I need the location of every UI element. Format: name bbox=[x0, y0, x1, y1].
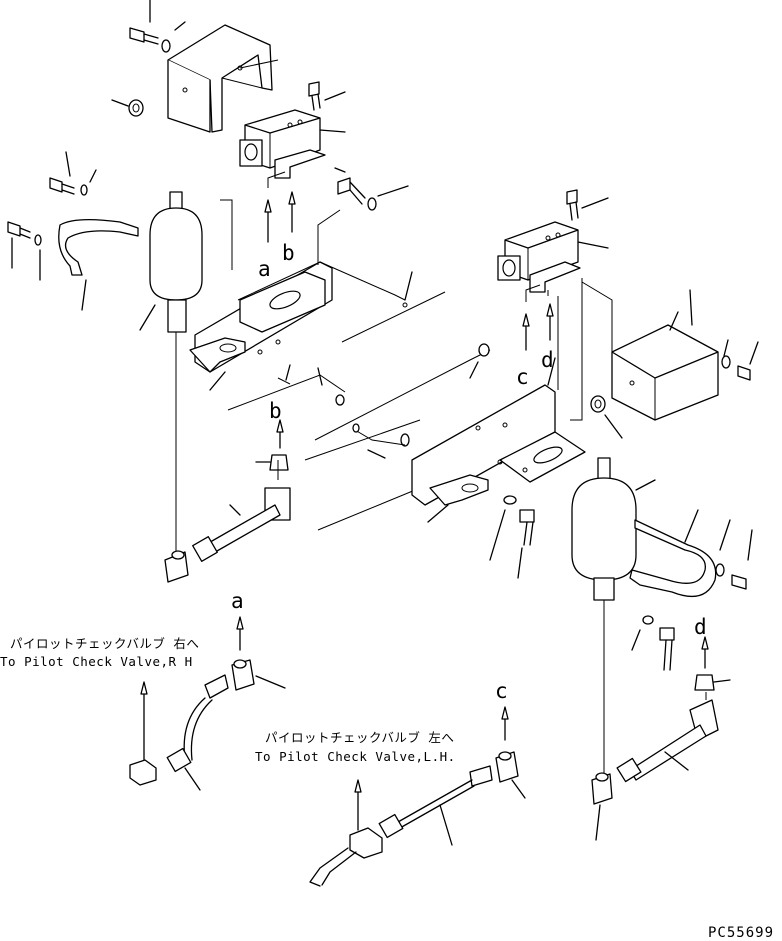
bolt-valve-right bbox=[567, 190, 608, 220]
fitting-center-2 bbox=[353, 424, 409, 458]
arrow-b-mid bbox=[277, 420, 283, 448]
label-b-mid: b bbox=[269, 399, 282, 423]
label-d-low: d bbox=[694, 615, 707, 639]
guide-line-3 bbox=[320, 262, 405, 300]
fitting-b bbox=[256, 455, 288, 470]
hose-center bbox=[379, 766, 492, 845]
elbow-a bbox=[232, 660, 285, 690]
guide-line-8 bbox=[570, 278, 582, 420]
arrow-d-low bbox=[702, 637, 708, 668]
label-a-low: a bbox=[231, 589, 244, 613]
bolt-mid bbox=[335, 168, 408, 210]
note-right-en: To Pilot Check Valve,R H bbox=[0, 654, 193, 669]
bolt-band-right bbox=[716, 520, 752, 589]
label-d-top: d bbox=[541, 348, 554, 372]
screw-point bbox=[403, 303, 407, 307]
bolt-band-top bbox=[50, 152, 96, 195]
check-valve-rh-fitting bbox=[130, 682, 156, 785]
bracket-plate-left bbox=[190, 262, 332, 390]
note-left-en: To Pilot Check Valve,L.H. bbox=[255, 749, 456, 764]
tube-right bbox=[617, 692, 718, 782]
accumulator-left bbox=[140, 192, 202, 552]
bracket-plate-right bbox=[412, 358, 585, 522]
note-right-jp: パイロットチェックバルブ 右へ bbox=[10, 636, 199, 651]
arrows-ab-top bbox=[265, 172, 295, 242]
guide-line-7 bbox=[305, 420, 420, 460]
label-b-top: b bbox=[282, 241, 295, 265]
elbow-fitting-left bbox=[165, 551, 188, 582]
label-c-top: c bbox=[516, 365, 529, 389]
nut-cover-right bbox=[591, 396, 622, 438]
bolt-washer-center bbox=[490, 496, 534, 578]
nut-cover-left bbox=[112, 100, 143, 116]
tube-left bbox=[193, 460, 290, 561]
arrow-a-low bbox=[237, 617, 243, 650]
fitting-center-1 bbox=[470, 344, 489, 378]
arrows-cd-top bbox=[523, 285, 553, 350]
label-a-top: a bbox=[258, 257, 271, 281]
guide-line-6 bbox=[318, 488, 420, 530]
accumulator-right bbox=[572, 458, 655, 775]
fitting-d bbox=[695, 675, 730, 690]
bolt-lower-right bbox=[632, 616, 674, 670]
check-valve-lh-fitting bbox=[310, 780, 382, 886]
cover-right bbox=[582, 282, 718, 420]
hose-left bbox=[167, 675, 228, 790]
cover-left bbox=[168, 25, 278, 132]
note-left-jp: パイロットチェックバルブ 左へ bbox=[265, 730, 454, 745]
band-clamp-left bbox=[59, 220, 138, 310]
solenoid-valve-right bbox=[498, 222, 608, 292]
guide-line-4 bbox=[342, 292, 445, 342]
label-c-low: c bbox=[495, 679, 508, 703]
arrow-c-low bbox=[502, 707, 508, 740]
elbow-c bbox=[496, 752, 525, 798]
guide-line-2 bbox=[318, 210, 340, 265]
bolt-valve-left bbox=[309, 82, 345, 110]
bolt-cover-right bbox=[722, 340, 758, 380]
elbow-fitting-right bbox=[592, 773, 612, 840]
drawing-code: PC55699 bbox=[708, 925, 774, 941]
bolt-cover-left bbox=[130, 0, 185, 52]
solenoid-valve-left bbox=[240, 110, 345, 178]
band-clamp-right bbox=[630, 510, 716, 596]
guide-line-1 bbox=[220, 200, 232, 270]
leader-1 bbox=[405, 272, 412, 300]
spacer-mid-left bbox=[228, 365, 345, 410]
bolt-band-left bbox=[8, 222, 41, 280]
